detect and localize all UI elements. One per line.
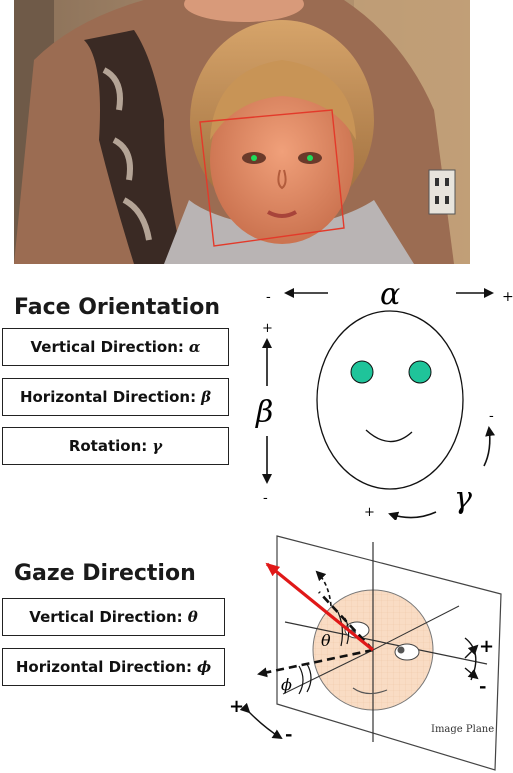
gaze-right-pupil <box>397 646 405 654</box>
right-plus-sign: + <box>479 636 494 657</box>
horizontal-projection-dash <box>257 648 374 678</box>
vertical-rotation-arrow <box>315 570 332 607</box>
phi-arc-outer <box>298 665 304 695</box>
gaze-mouth <box>352 687 388 695</box>
bottom-plus-sign: + <box>229 696 244 717</box>
face-orientation-title: Face Orientation <box>14 295 221 320</box>
beta-plus-sign: + <box>262 321 273 336</box>
horizontal-direction-label: Horizontal Direction: <box>19 388 197 406</box>
right-eye <box>408 360 432 384</box>
gaze-horizontal-direction-label: Horizontal Direction: <box>15 658 192 676</box>
image-plane-label: Image Plane <box>431 724 494 735</box>
phi-arc-inner <box>306 663 312 693</box>
alpha-label: α <box>380 277 400 312</box>
right-rotation-up-arrow <box>464 644 479 659</box>
gaze-vector-arrow <box>265 562 375 652</box>
beta-minus-sign: - <box>263 490 268 506</box>
lower-diagonal <box>282 649 374 695</box>
vertical-direction-label: Vertical Direction: <box>30 338 184 356</box>
horizontal-direction-beta-box: Horizontal Direction: β <box>2 378 229 416</box>
right-rotation-down-arrow <box>464 667 479 680</box>
face-orientation-diagram: - α + + β - - γ + <box>255 277 513 520</box>
alpha-minus-sign: - <box>266 289 271 305</box>
rotation-label: Rotation: <box>68 437 148 455</box>
theta-symbol: θ <box>187 608 198 626</box>
right-minus-sign: - <box>479 676 486 697</box>
left-eye <box>350 360 374 384</box>
alpha-symbol: α <box>188 338 201 356</box>
phi-label: ϕ <box>281 675 292 694</box>
theta-arc-outer <box>337 611 344 647</box>
beta-label: β <box>255 395 273 430</box>
gamma-minus-sign: - <box>489 408 494 424</box>
child-photo <box>14 0 470 264</box>
upper-diagonal <box>372 605 460 651</box>
gamma-up-arrow <box>483 426 496 467</box>
face-outline <box>316 310 464 490</box>
gamma-symbol: γ <box>152 437 163 455</box>
gamma-plus-sign: + <box>364 505 375 520</box>
bottom-rotation-arrow <box>239 702 283 740</box>
bottom-minus-sign: - <box>285 724 292 745</box>
vertical-direction-theta-box: Vertical Direction: θ <box>2 598 225 636</box>
alpha-plus-sign: + <box>502 289 513 305</box>
photo-illustration <box>14 0 470 264</box>
theta-label: θ <box>321 631 331 650</box>
gaze-direction-title: Gaze Direction <box>14 561 196 586</box>
beta-symbol: β <box>201 388 212 406</box>
gaze-direction-diagram: θ ϕ + - + - Image Plane <box>229 535 502 771</box>
smile-mouth <box>365 429 413 443</box>
horizontal-direction-phi-box: Horizontal Direction: ϕ <box>2 648 225 686</box>
gamma-label: γ <box>454 481 472 516</box>
phi-symbol: ϕ <box>197 658 212 676</box>
gamma-left-arrow <box>388 511 437 520</box>
rotation-gamma-box: Rotation: γ <box>2 427 229 465</box>
vertical-direction-alpha-box: Vertical Direction: α <box>2 328 229 366</box>
gaze-vertical-direction-label: Vertical Direction: <box>29 608 183 626</box>
